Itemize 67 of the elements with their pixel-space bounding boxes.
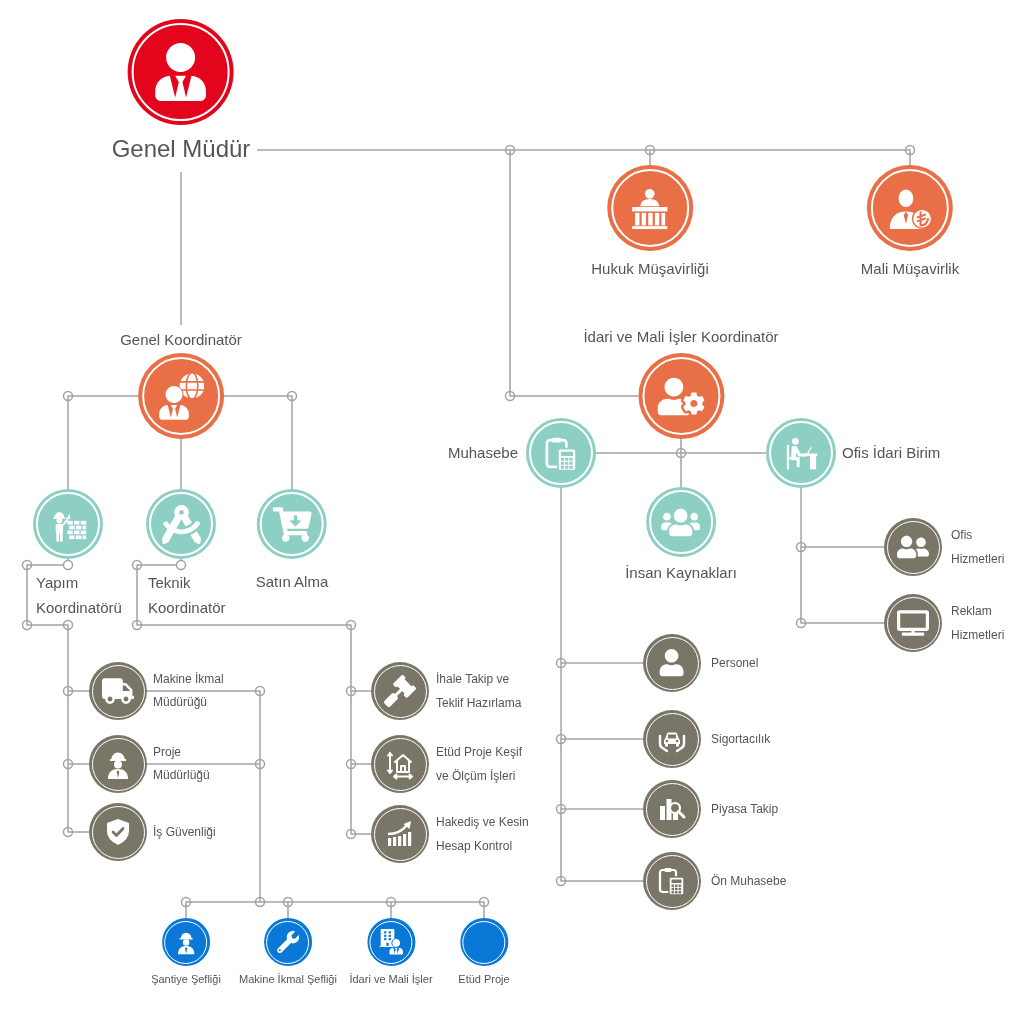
connector-line [350,763,372,765]
role-label: Yapım Koordinatörü [36,573,123,618]
role-label: Hukuk Müşavirliği [591,260,709,279]
connector-line [287,901,289,919]
role-label: Etüd Proje Keşif ve Ölçüm İşleri [436,744,524,785]
connector-line [649,149,651,166]
role-label: Genel Müdür [111,137,251,161]
role-label: Genel Koordinatör [120,331,242,350]
connector-line [259,901,289,903]
role-label: Satın Alma [255,573,329,592]
connector-line [560,808,644,882]
role-label: Piyasa Takip [711,801,779,817]
connector-line [649,149,911,166]
connector-line [560,487,562,664]
role-label: İş Güvenliği [153,824,216,840]
role-label: İdari ve Mali İşler Koordinatör [583,328,779,347]
connector-line [680,452,767,454]
connector-line [560,738,562,810]
connector-line [223,395,293,490]
connector-line [287,901,392,903]
role-label: Makine İkmal Şefliği [239,973,337,987]
connector-line [350,690,352,765]
connector-line [259,763,261,903]
connector-line [67,763,90,833]
connector-line [146,763,261,765]
connector-line [67,690,90,692]
connector-line [680,452,682,488]
role-label: Makine İkmal Müdürüğü [153,671,225,711]
connector-line [560,808,644,810]
role-label: İhale Takip ve Teklif Hazırlama [436,671,523,712]
role-label: Proje Müdürlüğü [153,744,211,784]
connector-line [146,690,261,765]
connector-line [67,395,139,490]
role-label: Sigortacılık [711,731,771,747]
role-label: İdari ve Mali İşler [349,973,433,987]
connector-line [800,546,885,624]
role-label: İnsan Kaynakları [625,564,737,583]
role-label: Reklam Hizmetleri [951,603,1006,644]
connector-line [390,901,392,919]
connector-line [180,438,182,490]
role-label: Ön Muhasebe [711,873,787,889]
connector-line [350,690,372,692]
connector-line [67,763,90,765]
role-label: Mali Müşavirlik [860,260,960,279]
role-label: Ofis İdari Birim [842,443,941,463]
connector-line [390,901,485,919]
connector-line [180,171,182,326]
connector-line [560,662,562,740]
connector-line [136,558,352,692]
connector-line [560,662,644,664]
connector-line [509,149,651,151]
connector-line [185,901,261,919]
connector-line [800,487,802,548]
role-label: Muhasebe [447,443,518,463]
role-label: Hakediş ve Kesin Hesap Kontrol [436,814,530,855]
connector-line [800,546,885,548]
connector-line [350,763,372,835]
connector-line [67,690,69,765]
role-label: Personel [711,655,759,671]
role-label: Şantiye Şefliği [151,973,221,987]
role-label: Etüd Proje [458,973,510,987]
connector-line [26,558,74,692]
connector-line [256,149,511,151]
role-label: Teknik Koordinatör [148,573,227,618]
connector-line [509,149,639,397]
connector-line [560,738,644,740]
role-label: Ofis Hizmetleri [951,527,1006,568]
